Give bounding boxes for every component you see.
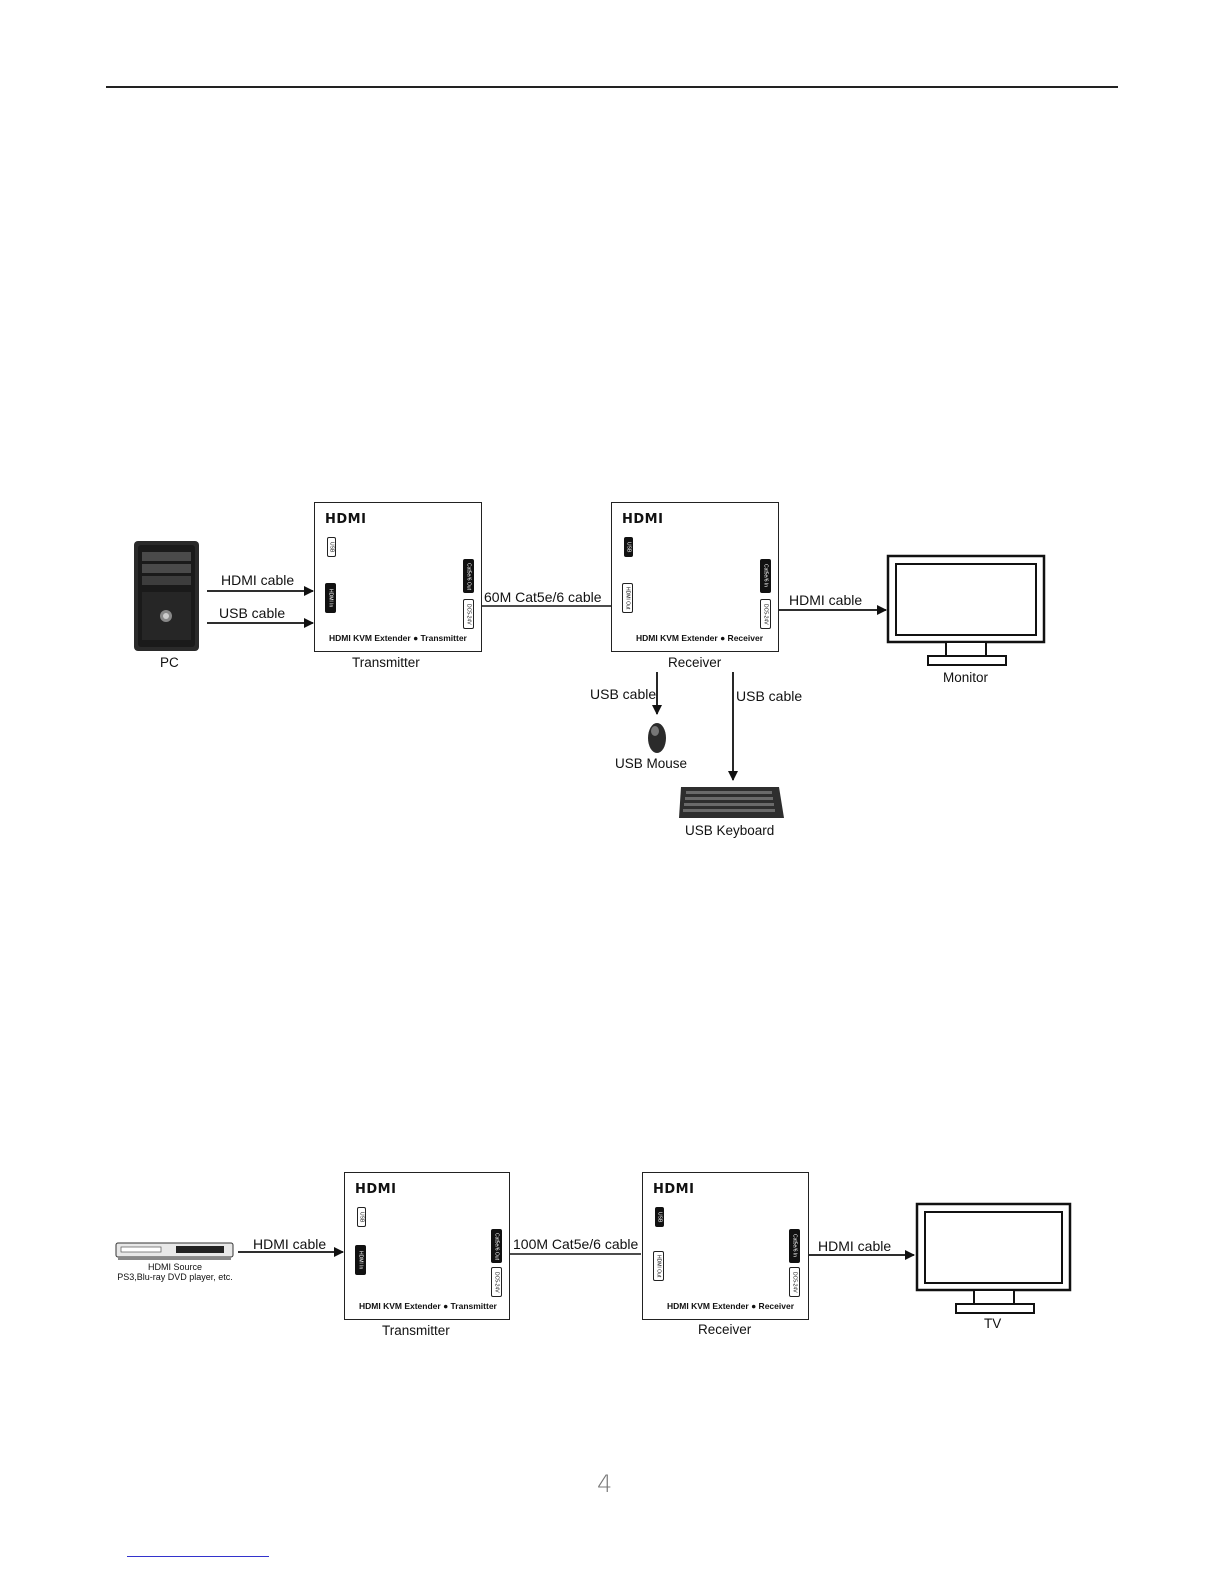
receiver-box: HDMI USB HDMI Out Cat5e/6 In DC5-24V HDM… (611, 502, 779, 652)
transmitter-caption-2: HDMI KVM Extender ● Transmitter (359, 1301, 497, 1311)
mouse-icon (648, 723, 666, 753)
hdmi-in-port: HDMI In (355, 1245, 366, 1275)
monitor-icon (886, 554, 1046, 666)
receiver-label: Receiver (668, 655, 722, 670)
usb-port: USB (327, 537, 336, 557)
header-rule (106, 86, 1118, 88)
hdmi-source-desc: PS3,Blu-ray DVD player, etc. (117, 1272, 233, 1282)
usb-port: USB (624, 537, 633, 557)
page-number: 4 (597, 1470, 613, 1498)
hdmi-logo: HDMI (325, 512, 367, 527)
cat-out-port: Cat5e/6 Out (463, 559, 474, 593)
tv-label: TV (984, 1316, 1002, 1331)
dc-power-port: DC5-24V (760, 599, 771, 629)
hdmi-logo: HDMI (622, 512, 664, 527)
hdmi-out-port: HDMI Out (653, 1251, 664, 1281)
hdmi-cable-tv-label: HDMI cable (818, 1238, 892, 1254)
receiver-label-2: Receiver (698, 1322, 752, 1337)
usb-keyboard-label: USB Keyboard (685, 823, 775, 838)
cat-in-port: Cat5e/6 In (760, 559, 771, 593)
receiver-caption: HDMI KVM Extender ● Receiver (636, 633, 764, 643)
hdmi-cable-label-2: HDMI cable (253, 1236, 327, 1252)
footer-link-underline[interactable] (127, 1556, 269, 1557)
usb-cable-keyboard-label: USB cable (736, 688, 803, 704)
keyboard-icon (679, 787, 784, 818)
receiver-caption-2: HDMI KVM Extender ● Receiver (667, 1301, 795, 1311)
transmitter-label: Transmitter (352, 655, 420, 670)
transmitter-box-2: HDMI USB HDMI In Cat5e/6 Out DC5-24V HDM… (344, 1172, 510, 1320)
receiver-box-2: HDMI USB HDMI Out Cat5e/6 In DC5-24V HDM… (642, 1172, 809, 1320)
cat-out-port: Cat5e/6 Out (491, 1229, 502, 1263)
usb-cable-label: USB cable (219, 605, 286, 621)
hdmi-source-label: HDMI Source PS3,Blu-ray DVD player, etc. (113, 1262, 237, 1282)
cat-in-port: Cat5e/6 In (789, 1229, 800, 1263)
hdmi-out-port: HDMI Out (622, 583, 633, 613)
dc-power-port: DC5-24V (491, 1267, 502, 1297)
usb-port: USB (655, 1207, 664, 1227)
dvd-player-icon (115, 1242, 234, 1260)
usb-mouse-label: USB Mouse (615, 756, 688, 771)
transmitter-caption: HDMI KVM Extender ● Transmitter (329, 633, 467, 643)
transmitter-label-2: Transmitter (382, 1323, 450, 1338)
hdmi-logo: HDMI (653, 1182, 695, 1197)
usb-port: USB (357, 1207, 366, 1227)
cat-cable-label: 60M Cat5e/6 cable (484, 589, 602, 605)
pc-tower-icon (134, 541, 199, 651)
hdmi-source-title: HDMI Source (147, 1262, 202, 1272)
monitor-label: Monitor (943, 670, 989, 685)
hdmi-in-port: HDMI In (325, 583, 336, 613)
cat-cable-label-2: 100M Cat5e/6 cable (513, 1236, 639, 1252)
transmitter-box: HDMI USB HDMI In Cat5e/6 Out DC5-24V HDM… (314, 502, 482, 652)
hdmi-cable-label: HDMI cable (221, 572, 295, 588)
pc-label: PC (160, 655, 179, 670)
dc-power-port: DC5-24V (463, 599, 474, 629)
usb-cable-mouse-label: USB cable (590, 686, 657, 702)
hdmi-logo: HDMI (355, 1182, 397, 1197)
hdmi-cable-monitor-label: HDMI cable (789, 592, 863, 608)
tv-icon (915, 1202, 1072, 1314)
dc-power-port: DC5-24V (789, 1267, 800, 1297)
